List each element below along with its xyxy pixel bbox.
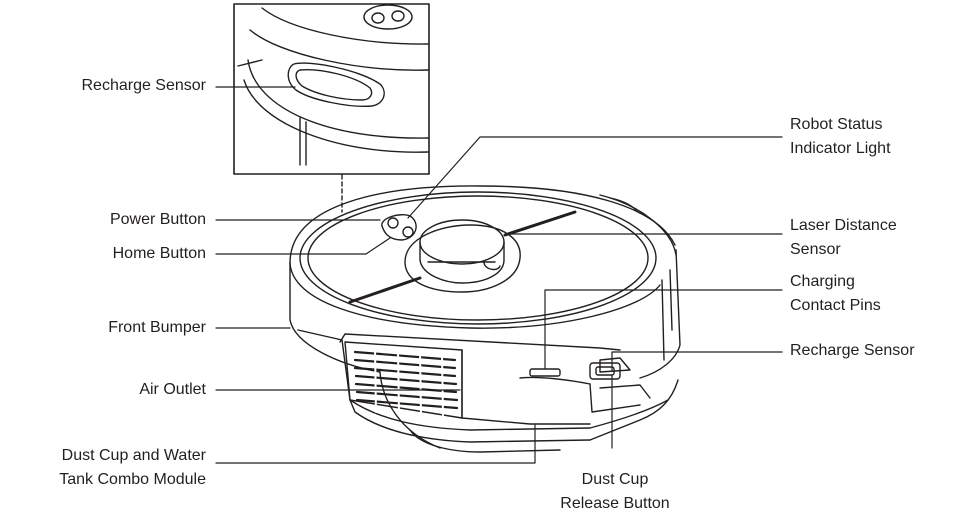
inset-recharge-sensor-window xyxy=(287,62,385,108)
leader-lines xyxy=(215,86,783,464)
label-power-button: Power Button xyxy=(109,211,206,228)
charging-contact-pin xyxy=(529,368,561,377)
dust-cup-module xyxy=(339,333,651,425)
label-robot-status-line2: Indicator Light xyxy=(790,140,891,157)
inset-detail-box xyxy=(233,3,430,175)
label-home-button: Home Button xyxy=(112,245,206,262)
laser-distance-sensor-turret xyxy=(404,219,521,293)
label-charging-pins-line1: Charging xyxy=(790,273,855,290)
label-dust-cup-module-line2: Tank Combo Module xyxy=(59,471,206,488)
air-outlet-grille xyxy=(344,341,463,419)
label-air-outlet: Air Outlet xyxy=(139,381,206,398)
label-robot-status-line1: Robot Status xyxy=(790,116,883,133)
top-stripes xyxy=(348,210,577,304)
side-recharge-sensor xyxy=(589,362,621,380)
label-laser-sensor-line1: Laser Distance xyxy=(790,217,897,234)
label-recharge-sensor-side: Recharge Sensor xyxy=(790,342,915,359)
label-front-bumper: Front Bumper xyxy=(108,319,206,336)
label-charging-pins-line2: Contact Pins xyxy=(790,297,881,314)
label-release-button-line1: Dust Cup xyxy=(581,471,649,488)
label-laser-sensor-line2: Sensor xyxy=(790,241,841,258)
robot-body xyxy=(289,185,681,453)
top-buttons xyxy=(381,214,417,241)
label-release-button-line2: Release Button xyxy=(560,495,670,512)
label-dust-cup-module-line1: Dust Cup and Water xyxy=(61,447,206,464)
label-recharge-sensor-inset: Recharge Sensor xyxy=(81,77,206,94)
